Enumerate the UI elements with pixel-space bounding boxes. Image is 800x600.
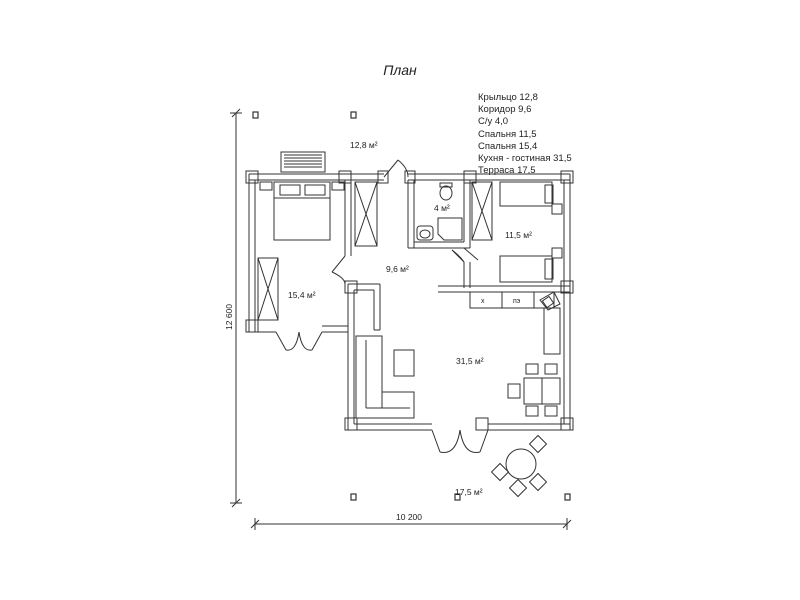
porch-steps bbox=[280, 151, 326, 173]
legend-item-porch: Крыльцо 12,8 bbox=[478, 92, 538, 103]
wardrobes bbox=[257, 181, 493, 321]
legend-item-bedroom-small: Спальня 11,5 bbox=[478, 128, 537, 140]
room-label-bedroom-small: 11,5 м² bbox=[505, 230, 532, 240]
bathroom-fixtures bbox=[416, 182, 463, 241]
legend-item-corridor: Коридор 9,6 bbox=[478, 104, 532, 116]
room-label-porch: 12,8 м² bbox=[350, 140, 378, 150]
doors bbox=[275, 159, 489, 454]
area-legend: Крыльцо 12,8 Коридор 9,6 С/у 4,0 Спальня… bbox=[478, 92, 572, 177]
dimension-line-vertical bbox=[230, 108, 242, 508]
kitchen-stove-label: пэ bbox=[513, 298, 521, 305]
kitchen-unit bbox=[469, 291, 561, 355]
room-label-bedroom-large: 15,4 м² bbox=[288, 290, 316, 300]
room-label-terrace: 17,5 м² bbox=[455, 487, 483, 497]
double-bed bbox=[259, 181, 345, 241]
single-beds bbox=[499, 181, 563, 283]
dining-set bbox=[507, 363, 561, 417]
room-label-bathroom: 4 м² bbox=[434, 203, 450, 213]
legend-item-bedroom-large: Спальня 15,4 bbox=[478, 140, 538, 152]
outer-walls bbox=[248, 173, 571, 431]
legend-item-terrace: Терраса 17,5 bbox=[478, 165, 536, 177]
corner-sofa bbox=[355, 335, 415, 419]
posts bbox=[252, 111, 571, 501]
dimension-line-horizontal bbox=[250, 518, 572, 530]
room-label-kitchen-living: 31,5 м² bbox=[456, 356, 484, 366]
terrace-table-set bbox=[490, 434, 548, 498]
legend-item-kitchen-living: Кухня - гостиная 31,5 bbox=[478, 153, 572, 165]
kitchen-sink-label: х bbox=[481, 298, 485, 305]
room-labels: 12,8 м² 4 м² 11,5 м² 9,6 м² 15,4 м² 31,5… bbox=[288, 140, 532, 497]
dimension-label-height: 12 600 bbox=[224, 304, 234, 330]
dimension-labels: 10 200 12 600 bbox=[224, 304, 422, 522]
plan-title: План bbox=[383, 62, 417, 78]
legend-item-bathroom: С/у 4,0 bbox=[478, 116, 509, 128]
room-label-corridor: 9,6 м² bbox=[386, 264, 409, 274]
dimension-label-width: 10 200 bbox=[396, 512, 422, 522]
